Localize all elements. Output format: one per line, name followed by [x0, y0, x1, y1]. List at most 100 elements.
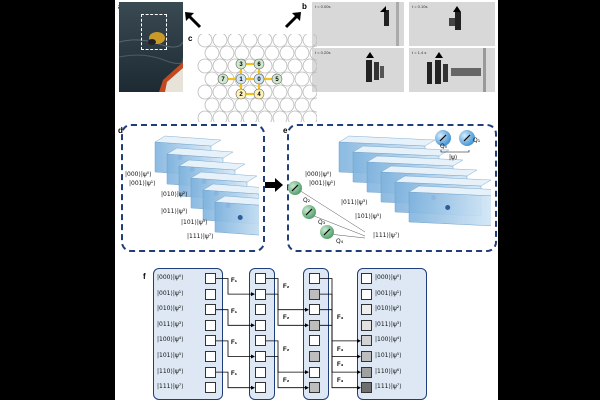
arrow-head-icon — [251, 354, 255, 359]
qubit-spheres — [288, 181, 365, 239]
q0-label: Q₀ — [440, 143, 448, 150]
e-ket-1: |001⟩|ψ¹⟩ — [309, 180, 336, 187]
lattice-node-label: 6 — [257, 62, 261, 68]
lattice-node-6 — [253, 58, 265, 70]
lattice-node-1 — [235, 73, 247, 85]
register-arrow — [216, 340, 252, 357]
lattice-cell — [197, 34, 213, 48]
arrow-d-to-e-icon — [265, 178, 283, 192]
lattice-cell — [264, 97, 280, 113]
register-arrow — [266, 340, 306, 373]
f-ket-left: |001⟩|ψ¹⟩ — [157, 289, 184, 297]
register-cell — [361, 304, 372, 316]
state-slab-top — [166, 147, 234, 159]
gate-label: F₃ — [337, 362, 344, 369]
arrow-head-icon — [357, 370, 361, 375]
d-ket-3: |011⟩|ψ³⟩ — [161, 208, 188, 215]
register-cell — [205, 319, 216, 331]
arrow-to-a-icon — [185, 12, 202, 29]
panel-label-f: f — [143, 272, 146, 281]
register-cell — [309, 319, 320, 331]
lattice-cell — [272, 34, 288, 48]
flow-frame-1: t = 0.00s — [312, 2, 404, 46]
lattice-cell — [212, 110, 228, 122]
d-ket-5: |111⟩|ψ⁷⟩ — [187, 233, 214, 240]
register-cell — [309, 273, 320, 284]
lattice-cell — [212, 84, 228, 100]
e-ket-3: |101⟩|ψ⁵⟩ — [355, 213, 382, 220]
register-cell — [205, 288, 216, 300]
f-ket-left: |100⟩|ψ⁴⟩ — [157, 336, 184, 344]
register-cell — [255, 304, 266, 316]
register-arrows — [216, 278, 361, 390]
photo-roi-box — [141, 14, 167, 50]
register-arrow — [216, 371, 252, 389]
register-cell — [205, 351, 216, 362]
gate-label: F₃ — [337, 346, 344, 353]
frame-time-3: t = 0.20s — [315, 50, 331, 55]
gate-label: F₁ — [231, 371, 238, 378]
photo-scene — [119, 2, 183, 92]
lattice-cell — [212, 34, 228, 48]
panel-label-c: c — [188, 34, 193, 43]
lattice-cell — [197, 110, 213, 122]
lattice-cell — [294, 71, 310, 87]
d-ket-2: |010⟩|ψ²⟩ — [161, 191, 188, 198]
f-ket-right: |100⟩|ψ⁴⟩ — [375, 336, 402, 344]
register-cell — [361, 319, 372, 331]
lattice-cell — [204, 97, 220, 113]
lattice-cell — [279, 97, 295, 113]
register-cell — [361, 288, 372, 300]
register-cell — [255, 335, 266, 347]
figure-canvas: a b c d e f t = 0.00s — [115, 0, 498, 400]
lattice-cell — [227, 110, 243, 122]
register-cell — [205, 335, 216, 347]
lattice-node-label: 3 — [239, 62, 243, 68]
lattice-cell — [272, 58, 288, 74]
gate-label: F₁ — [231, 277, 238, 284]
arrow-head-icon — [251, 385, 255, 390]
state-slab-top — [352, 145, 450, 157]
e-ket-2: |011⟩|ψ³⟩ — [341, 199, 368, 206]
f-ket-right: |011⟩|ψ³⟩ — [375, 320, 402, 328]
f-ket-left: |111⟩|ψ⁷⟩ — [157, 383, 184, 391]
register-cell — [309, 304, 320, 316]
lattice-node-label: 1 — [239, 77, 243, 83]
gate-label: F₁ — [231, 339, 238, 346]
panel-d-slabs — [154, 135, 259, 236]
lattice-cell — [302, 34, 317, 48]
panel-label-e: e — [283, 126, 288, 135]
lattice-cell — [279, 45, 295, 61]
lattice-cell — [219, 45, 235, 61]
lattice-cell — [242, 110, 258, 122]
register-cell — [255, 273, 266, 284]
arrow-head-icon — [357, 338, 361, 343]
lattice-node-label: 5 — [275, 77, 279, 83]
arrow-head-icon — [357, 354, 361, 359]
lattice-cell — [287, 110, 303, 122]
arrow-head-icon — [357, 385, 361, 390]
legend-state-label: |ψ⟩ — [449, 154, 458, 161]
state-slab-top — [366, 155, 464, 167]
lattice-cell — [257, 110, 273, 122]
lattice-cell — [212, 58, 228, 74]
gate-label: F₂ — [283, 284, 290, 291]
register-cell — [255, 288, 266, 300]
lattice-cell — [204, 45, 220, 61]
frame-time-2: t = 0.10s — [412, 4, 428, 9]
lattice-cell — [219, 97, 235, 113]
f-ket-left: |101⟩|ψ⁵⟩ — [157, 352, 184, 359]
register-cell — [361, 335, 372, 347]
lattice-node-5 — [271, 73, 283, 85]
flow-frame-2: t = 0.10s — [409, 2, 495, 46]
state-slab-top — [408, 185, 491, 197]
gate-label: F₃ — [337, 315, 344, 322]
state-slab-top — [394, 175, 491, 187]
lattice-cell — [309, 71, 317, 87]
lattice-node-7 — [217, 73, 229, 85]
lattice-node-label: 2 — [239, 92, 243, 98]
lattice-cell — [302, 58, 317, 74]
lattice-cell — [294, 97, 310, 113]
arrow-head-icon — [305, 323, 309, 328]
